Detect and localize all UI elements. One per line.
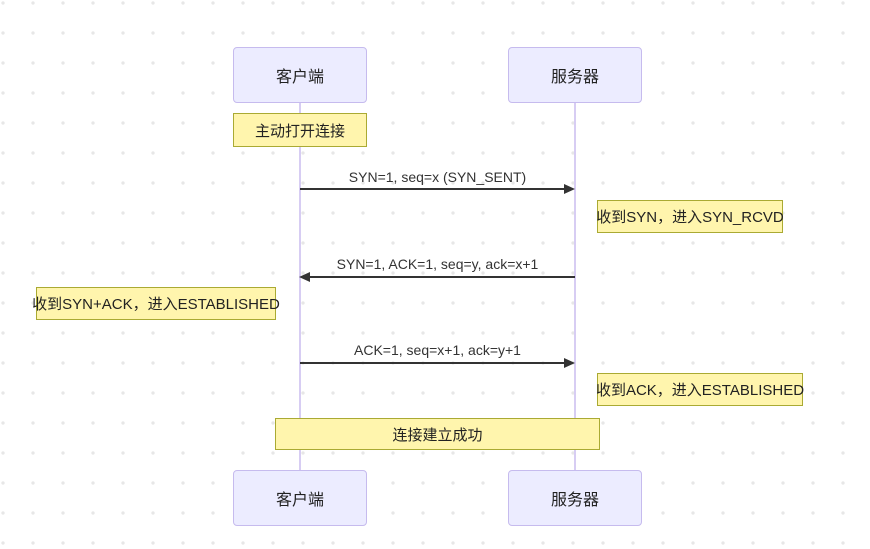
- note-text: 收到SYN，进入SYN_RCVD: [596, 209, 784, 226]
- message-label-synack: SYN=1, ACK=1, seq=y, ack=x+1: [336, 256, 539, 272]
- note-text: 主动打开连接: [254, 122, 345, 140]
- actor-label-server: 服务器: [550, 69, 599, 86]
- message-label-ack: ACK=1, seq=x+1, ack=y+1: [354, 342, 521, 358]
- arrowhead-left-icon: [299, 272, 310, 282]
- message-line-syn: [300, 188, 566, 190]
- arrowhead-right-icon: [564, 184, 575, 194]
- actor-label-client: 客户端: [275, 69, 324, 86]
- message-label-syn: SYN=1, seq=x (SYN_SENT): [348, 169, 527, 185]
- note-syn-rcvd: 收到SYN，进入SYN_RCVD: [596, 200, 784, 233]
- note-established-server: 收到ACK，进入ESTABLISHED: [595, 373, 805, 406]
- note-text: 连接建立成功: [392, 426, 483, 444]
- message-line-ack: [300, 362, 566, 364]
- actor-label-server: 服务器: [550, 492, 599, 509]
- arrowhead-right-icon: [564, 358, 575, 368]
- note-open-connection: 主动打开连接: [233, 113, 367, 147]
- actor-box-client-bottom: 客户端: [233, 470, 367, 526]
- actor-box-server-bottom: 服务器: [508, 470, 642, 526]
- note-text: 收到SYN+ACK，进入ESTABLISHED: [32, 296, 280, 313]
- note-established-client: 收到SYN+ACK，进入ESTABLISHED: [32, 287, 280, 320]
- lifeline-server: [574, 103, 576, 470]
- note-connection-success: 连接建立成功: [275, 418, 600, 450]
- note-text: 收到ACK，进入ESTABLISHED: [595, 382, 805, 399]
- actor-box-server-top: 服务器: [508, 47, 642, 103]
- lifeline-client: [299, 103, 301, 470]
- actor-label-client: 客户端: [275, 492, 324, 509]
- actor-box-client-top: 客户端: [233, 47, 367, 103]
- message-line-synack: [309, 276, 575, 278]
